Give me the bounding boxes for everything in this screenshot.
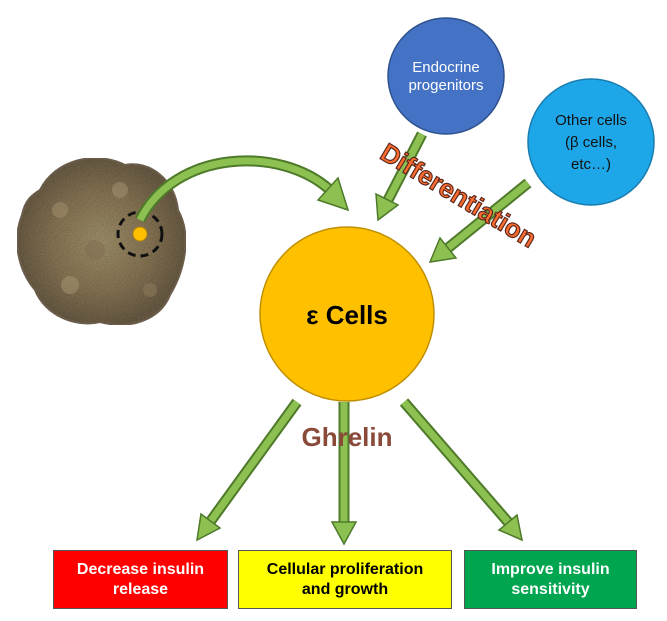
outcome-decrease-insulin-release-text: Decrease insulin release [76,560,205,598]
endocrine-progenitors-node: Endocrine progenitors [387,17,505,135]
arrow-from-other-cells [428,178,532,263]
differentiation-arrows [375,131,532,263]
epsilon-cells-label: ε Cells [306,300,388,330]
endocrine-label-line1: Endocrine [412,59,480,76]
epsilon-cells-node: ε Cells [259,226,435,402]
arrow-to-insulin-sensitivity [399,398,524,542]
outcome-cellular-proliferation-text: Cellular proliferation and growth [266,560,424,598]
other-cells-node: Other cells (β cells, etc…) [527,78,655,206]
arrow-to-decrease-insulin [196,398,302,542]
outcome-improve-insulin-sensitivity-text: Improve insulin sensitivity [491,560,610,598]
outcome-cellular-proliferation: Cellular proliferation and growth [238,550,452,609]
islet-cluster-image [16,157,187,326]
highlighted-cell-marker [116,210,164,258]
other-cells-label-line3: etc…) [571,156,611,173]
other-cells-label-line2: (β cells, [565,134,617,151]
outcome-improve-insulin-sensitivity: Improve insulin sensitivity [464,550,637,609]
outcome-decrease-insulin-release: Decrease insulin release [53,550,228,609]
arrow-to-proliferation [330,402,358,546]
curved-arrow [135,155,350,223]
output-arrows [196,398,524,546]
other-cells-label-line1: Other cells [555,112,627,129]
ghrelin-label: Ghrelin [301,422,392,452]
arrow-from-endocrine [375,131,427,222]
endocrine-label-line2: progenitors [408,77,483,94]
